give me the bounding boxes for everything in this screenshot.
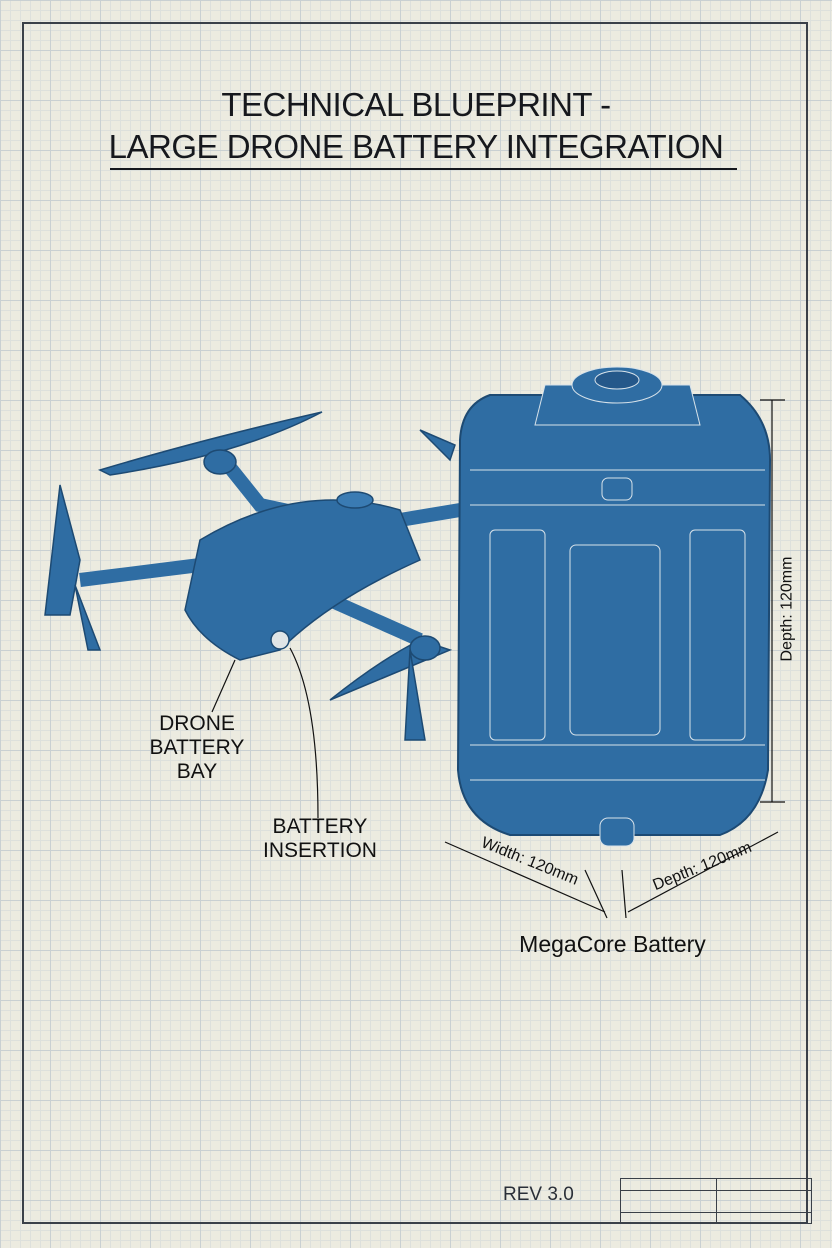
battery-illustration	[456, 366, 772, 847]
title-block	[620, 1178, 812, 1224]
title-block-divider	[716, 1179, 717, 1223]
dimension-lines	[211, 399, 785, 919]
battery-insertion-label: BATTERY INSERTION	[250, 815, 390, 863]
title-block-divider	[621, 1190, 811, 1191]
height-dimension-label: Depth: 120mm	[778, 556, 796, 662]
label-line: DRONE	[159, 712, 235, 735]
battery-name-label: MegaCore Battery	[519, 931, 706, 957]
label-line: BAY	[176, 760, 218, 783]
title-underline	[110, 168, 737, 170]
label-line: INSERTION	[263, 839, 377, 862]
title-block-divider	[621, 1212, 811, 1213]
label-line: BATTERY	[149, 736, 245, 759]
label-line: BATTERY	[272, 815, 368, 838]
title-line-2: LARGE DRONE BATTERY INTEGRATION	[108, 128, 724, 165]
drone-battery-bay-label: DRONE BATTERY BAY	[140, 712, 254, 784]
drone-illustration	[44, 411, 462, 741]
title-line-1: TECHNICAL BLUEPRINT -	[221, 86, 611, 123]
revision-label: REV 3.0	[503, 1184, 574, 1205]
drawing-border	[22, 22, 808, 1224]
